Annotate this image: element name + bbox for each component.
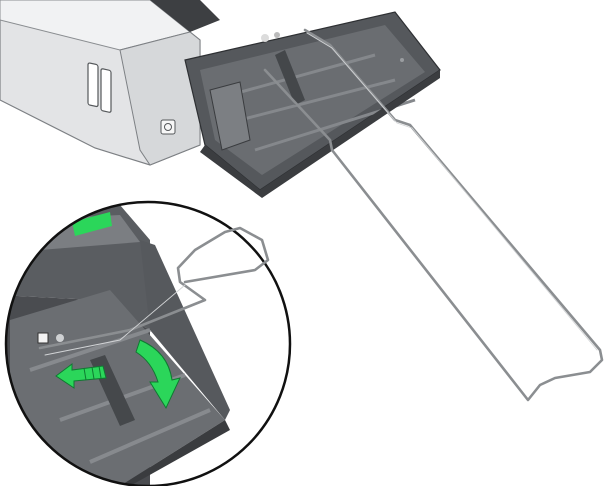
magnified-callout [4,200,292,486]
vent-slots-icon [87,62,112,113]
output-tray [184,11,441,198]
wire-extender [263,28,604,402]
scanner-body [0,0,220,166]
wire-extender-closeup [38,226,270,356]
power-button-icon [160,119,176,135]
arrow-curved-down-icon [135,339,181,410]
arrow-left-icon [55,363,107,389]
green-label-icon [72,212,112,236]
